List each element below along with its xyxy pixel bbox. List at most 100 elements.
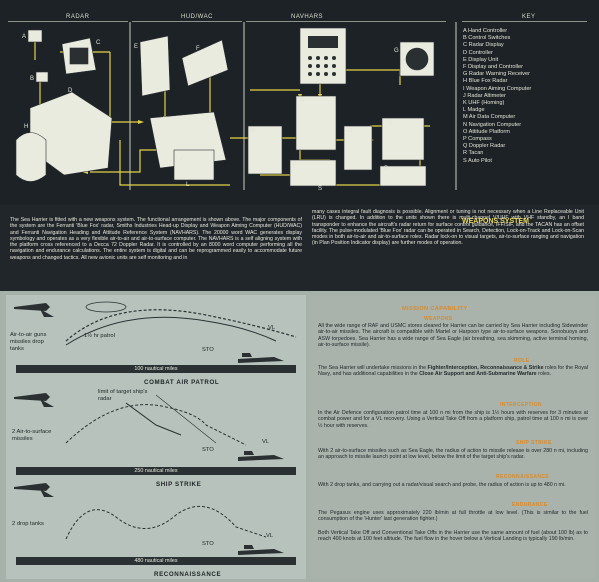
unit-letter-label: R [384, 166, 389, 172]
interception-paragraph: In the Air Defence configuration patrol … [318, 410, 588, 429]
cap-caption: COMBAT AIR PATROL [144, 379, 220, 386]
endurance-paragraph-1: The Pegasus engine uses approximately 22… [318, 510, 588, 523]
recce-distance-bar: 480 nautical miles [16, 557, 296, 565]
mission-profiles-panel: Air-to-air guns missiles drop tanks 1½ h… [6, 295, 306, 579]
strike-radar-label: limit of target ship's radar [98, 389, 148, 402]
doppler-radar [381, 117, 425, 161]
control-switches-unit [35, 71, 49, 83]
unit-letter-label: S [318, 186, 322, 192]
system-diagram-panel: RADAR HUD/WAC NAVHARS KEY [0, 0, 599, 205]
unit-letter-label: J [180, 156, 183, 162]
navigation-computer [295, 95, 337, 151]
strike-sto-label: STO [202, 447, 214, 453]
role-paragraph: The Sea Harrier will undertake missions … [318, 365, 588, 378]
key-item: K UHF (Homing) [463, 100, 505, 107]
key-item: H Blue Fox Radar [463, 78, 508, 85]
mission-profile-diagrams [14, 301, 297, 555]
unit-letter-label: F [196, 46, 200, 52]
radar-scanner [15, 132, 47, 182]
weapons-system-text-col2: many cases integral fault diagnosis is p… [312, 209, 584, 247]
key-item: O Attitude Platform [463, 128, 510, 135]
recce-loadout-label: 2 drop tanks [12, 521, 44, 527]
key-item: J Radar Altimeter [463, 92, 506, 99]
cap-loadout-label: Air-to-air guns missiles drop tanks [10, 332, 47, 352]
cap-patrol-label: 1½ hr patrol [84, 333, 115, 339]
unit-letter-label: O [348, 128, 353, 134]
cap-sto-label: STO [202, 347, 214, 353]
column-header-navhars: NAVHARS [291, 14, 324, 20]
air-data-computer [247, 125, 283, 175]
strike-loadout-label: 2 Air-to-surface missiles [12, 429, 52, 442]
key-item: E Display Unit [463, 56, 499, 63]
display-unit [139, 35, 171, 97]
cap-vl-label: VL [268, 325, 276, 331]
endurance-subhead: ENDURANCE [512, 502, 548, 508]
role-subhead: ROLE [514, 358, 530, 364]
combat-air-patrol-profile [14, 301, 297, 363]
unit-letter-label: H [24, 124, 28, 130]
strike-vl-label: VL [262, 439, 270, 445]
recce-sto-label: STO [202, 541, 214, 547]
unit-letter-label: B [30, 76, 34, 82]
tacan-unit [379, 165, 427, 187]
unit-letter-label: P [292, 162, 296, 168]
strike-caption: SHIP STRIKE [156, 481, 202, 488]
key-item: B Control Switches [463, 35, 511, 42]
recce-vl-label: VL [266, 533, 274, 539]
weapons-system-text-col1: The Sea Harrier is fitted with a new wea… [10, 217, 302, 261]
key-item: I Weapon Aiming Computer [463, 85, 532, 92]
mission-capability-title: MISSION CAPABILITY [402, 306, 468, 312]
key-item: R Tacan [463, 150, 484, 157]
hud-unit [181, 39, 229, 87]
ship-strike-subhead: SHIP STRIKE [516, 440, 552, 446]
unit-letter-label: K [402, 58, 406, 64]
key-item: G Radar Warning Receiver [463, 71, 530, 78]
key-item: M Air Data Computer [463, 114, 516, 121]
compass-unit [289, 159, 337, 187]
ship-strike-profile [14, 393, 284, 461]
mission-capability-panel [310, 296, 595, 578]
unit-letter-label: E [134, 44, 138, 50]
recce-caption: RECONNAISSANCE [154, 571, 222, 578]
endurance-paragraph-2: Both Vertical Take Off and Conventional … [318, 530, 588, 543]
key-item: P Compass [463, 136, 492, 143]
interception-subhead: INTERCEPTION [500, 402, 543, 408]
unit-letter-label: Q [388, 120, 393, 126]
reconnaissance-profile [14, 483, 284, 555]
key-item: C Radar Display [463, 42, 504, 49]
key-item: Q Doppler Radar [463, 143, 506, 150]
unit-letter-label: I [154, 122, 156, 128]
unit-letter-label: D [68, 88, 73, 94]
key-item: L Madge [463, 107, 485, 114]
weapons-system-title: WEAPONS SYSTEM [462, 218, 529, 225]
strike-distance-label: 250 nautical miles [134, 468, 178, 474]
key-item: S Auto Pilot [463, 157, 492, 164]
unit-letter-label: M [250, 128, 255, 134]
weapons-paragraph: All the wide range of RAF and USMC store… [318, 323, 588, 349]
ship-strike-paragraph: With 2 air-to-surface missiles such as S… [318, 448, 588, 461]
key-item: D Controller [463, 49, 493, 56]
unit-letter-label: G [394, 48, 399, 54]
key-item: A Hand Controller [463, 28, 508, 34]
hand-controller-unit [27, 29, 43, 43]
column-header-hud-wac: HUD/WAC [181, 14, 213, 20]
reconnaissance-paragraph: With 2 drop tanks, and carrying out a ra… [318, 482, 566, 488]
unit-letter-label: L [186, 182, 190, 188]
key-item: F Display and Controller [463, 64, 524, 71]
unit-letter-label: N [300, 98, 304, 104]
cap-distance-label: 100 nautical miles [134, 366, 178, 372]
column-header-radar: RADAR [66, 14, 90, 20]
key-item: N Navigation Computer [463, 121, 522, 128]
column-header-key: KEY [522, 14, 536, 20]
weapons-system-section: The Sea Harrier is fitted with a new wea… [0, 205, 599, 291]
cap-distance-bar: 100 nautical miles [16, 365, 296, 373]
attitude-platform [343, 125, 373, 171]
weapons-subhead: WEAPONS [424, 316, 453, 322]
wac-electronics [173, 149, 215, 181]
recce-distance-label: 480 nautical miles [134, 558, 178, 564]
unit-letter-label: C [96, 40, 101, 46]
strike-distance-bar: 250 nautical miles [16, 467, 296, 475]
